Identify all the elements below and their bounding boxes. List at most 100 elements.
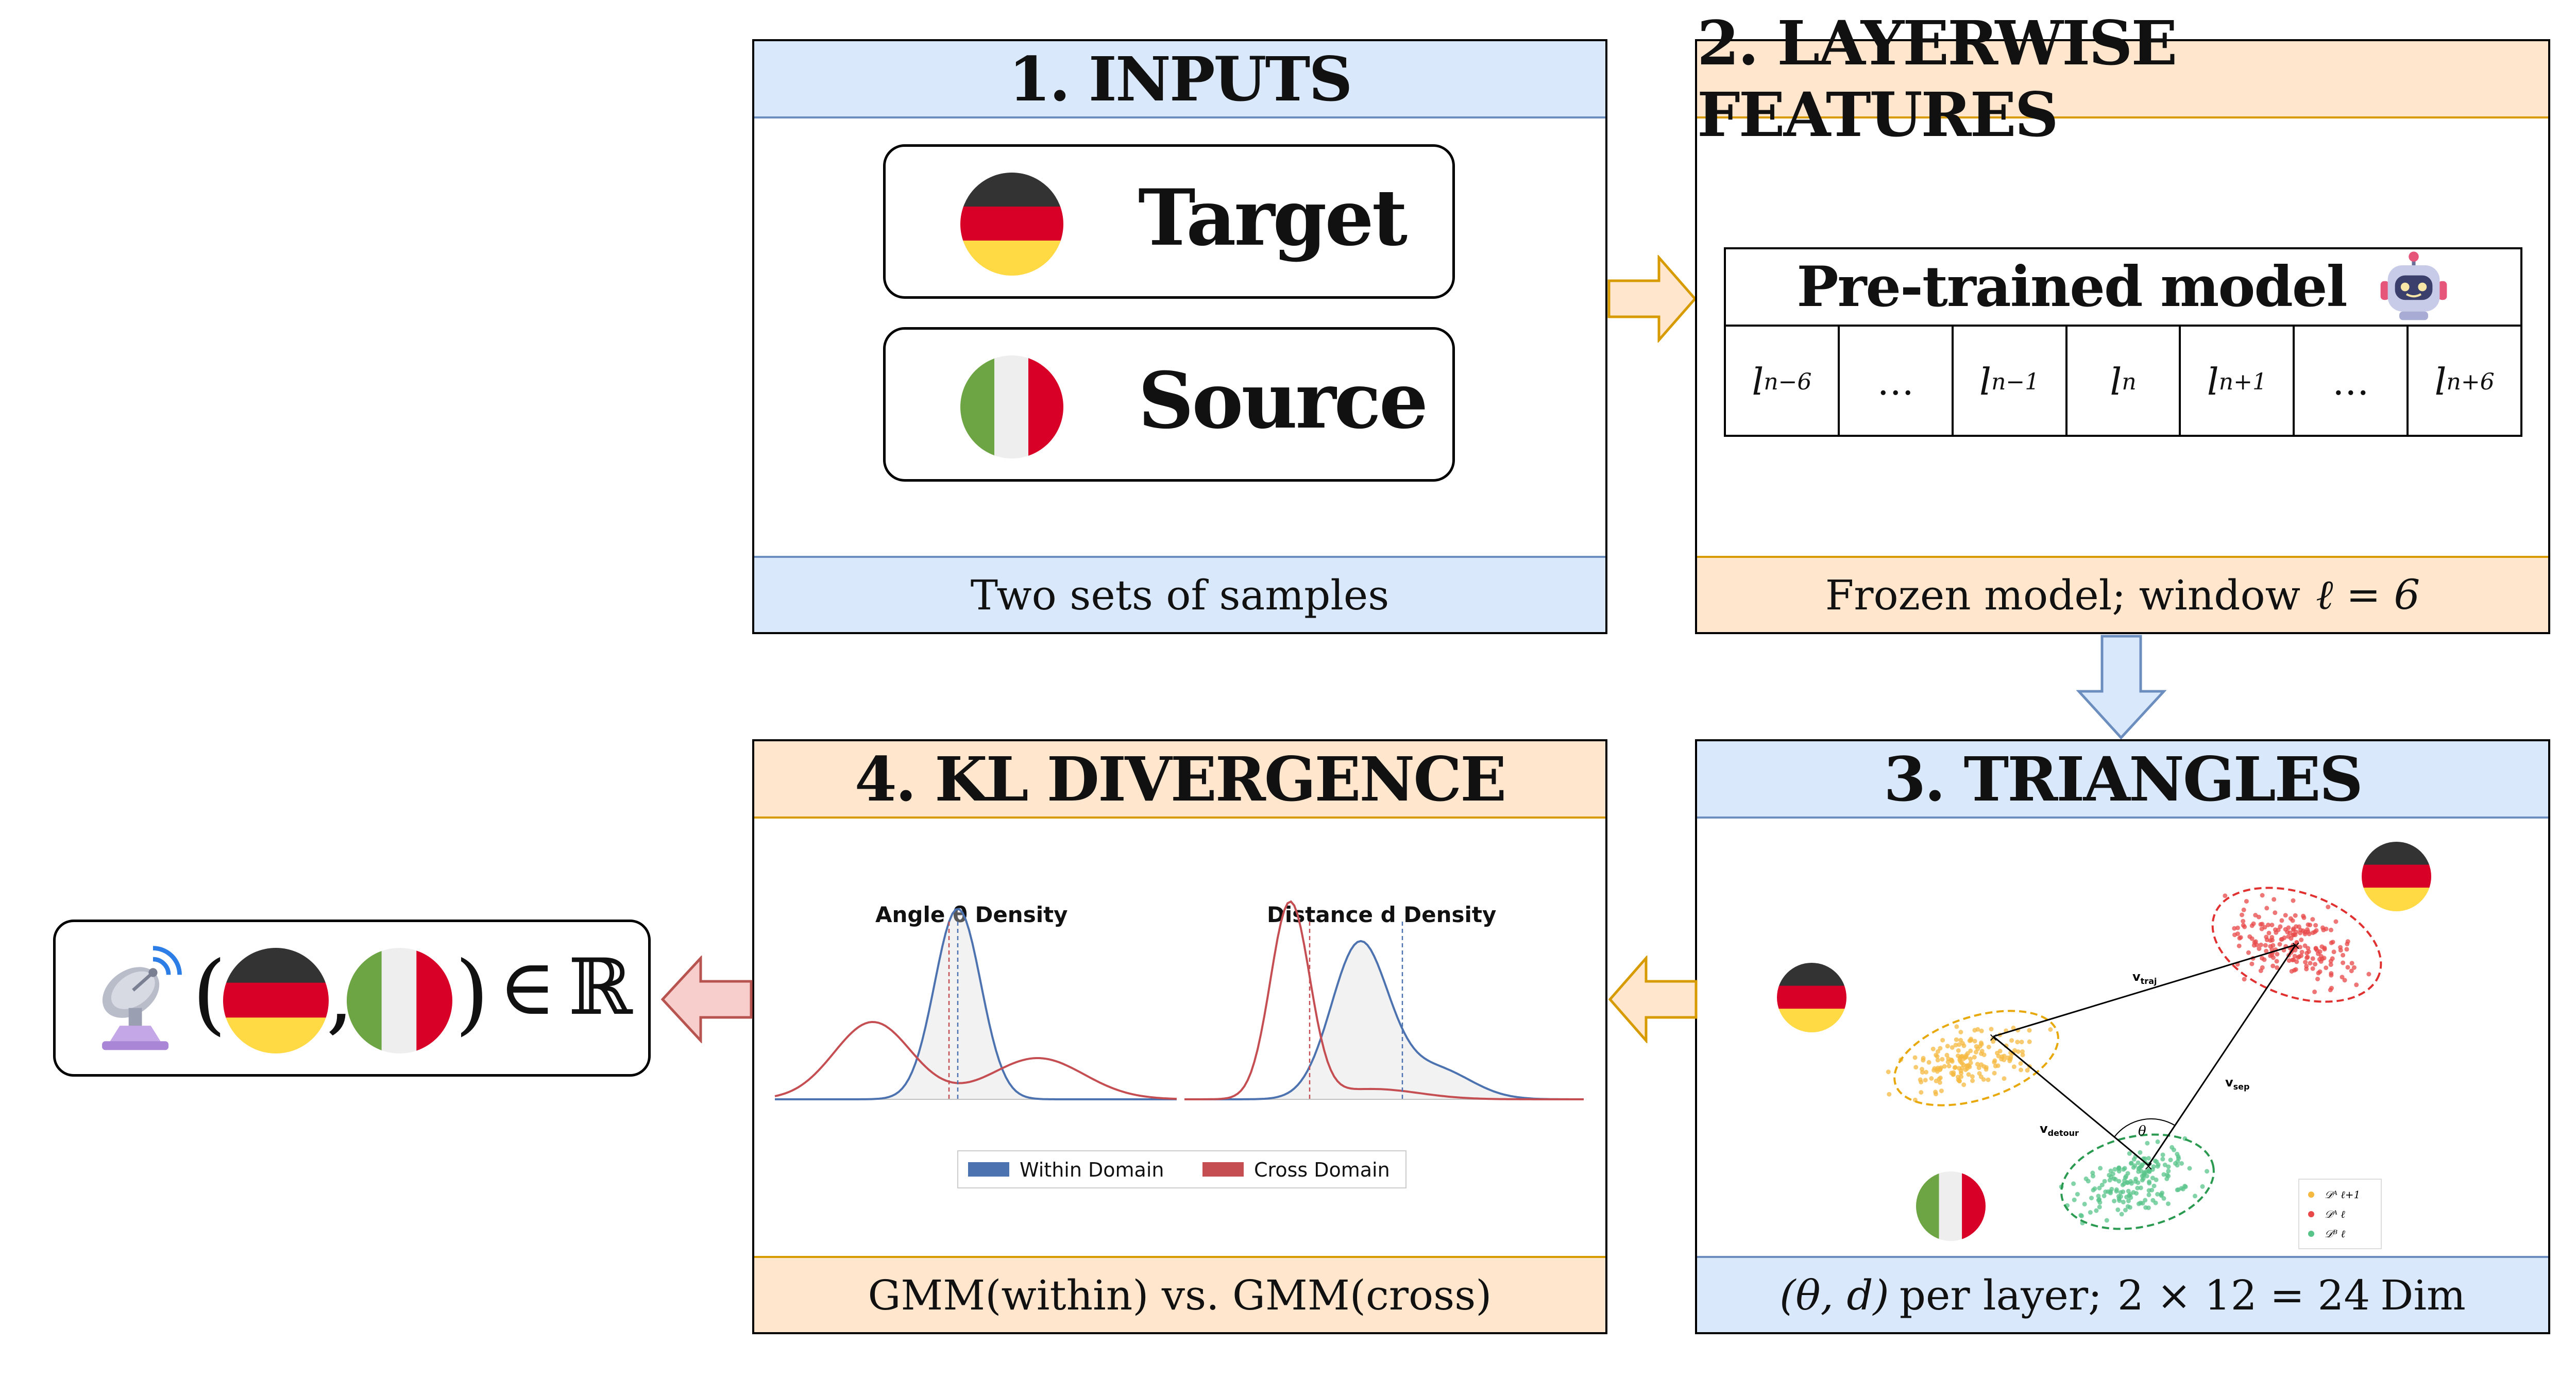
scatter-point xyxy=(2242,977,2247,982)
scatter-point xyxy=(1995,1063,2001,1068)
scatter-point xyxy=(2330,956,2335,961)
scatter-point xyxy=(2277,942,2282,947)
scatter-point xyxy=(2301,913,2306,918)
scatter-point xyxy=(2193,1194,2197,1199)
scatter-point xyxy=(2027,1028,2032,1033)
scatter-point xyxy=(2314,928,2319,933)
angle-cross-curve xyxy=(774,1020,1177,1100)
scatter-point xyxy=(2313,962,2317,967)
scatter-point xyxy=(1931,1068,1937,1073)
scatter-point xyxy=(1986,1077,1991,1082)
scatter-point xyxy=(2279,918,2284,923)
pretrained-model-label: Pre-trained model xyxy=(1797,254,2347,319)
scatter-point xyxy=(2018,1061,2023,1066)
scatter-point xyxy=(2298,930,2303,935)
arrow-right-inputs-to-features xyxy=(1607,255,1697,343)
angle-within-curve-fill xyxy=(775,909,1177,1099)
scatter-point xyxy=(2259,926,2264,931)
scatter-point xyxy=(2112,1167,2117,1172)
scatter-point xyxy=(2015,1040,2020,1045)
scatter-point xyxy=(1937,1080,1942,1085)
legend-a-current: 𝒟ᴬ ℓ xyxy=(2325,1208,2345,1220)
scatter-point xyxy=(1966,1072,1971,1077)
scatter-point xyxy=(1939,1088,1944,1094)
scatter-point xyxy=(2112,1199,2117,1203)
scatter-point xyxy=(1956,1077,1961,1082)
scatter-point xyxy=(2264,906,2269,911)
scatter-point xyxy=(2299,949,2304,955)
inputs-panel: 1. INPUTS Target Source Two sets of samp… xyxy=(752,39,1607,634)
germany-flag-icon xyxy=(1777,963,1846,1032)
sep-vector xyxy=(2147,944,2297,1166)
scatter-point xyxy=(1996,1053,2001,1059)
scatter-point xyxy=(2136,1180,2141,1185)
scatter-point xyxy=(2129,1181,2134,1186)
scatter-point xyxy=(2264,948,2269,954)
scatter-point xyxy=(2113,1177,2118,1182)
scatter-point xyxy=(2312,989,2317,994)
kl-density-plots xyxy=(774,900,1584,1188)
scatter-point xyxy=(2161,1196,2166,1201)
scatter-point xyxy=(2116,1179,2122,1184)
scatter-point xyxy=(1949,1058,1954,1063)
scatter-point xyxy=(2119,1212,2124,1217)
scatter-point xyxy=(1940,1037,1945,1043)
scatter-point xyxy=(2102,1194,2107,1198)
scatter-point xyxy=(2345,939,2350,944)
kl-footer: GMM(within) vs. GMM(cross) xyxy=(754,1256,1605,1332)
scatter-point xyxy=(2322,947,2327,952)
scatter-point xyxy=(1923,1078,1928,1083)
scatter-point xyxy=(2275,965,2280,970)
scatter-point xyxy=(2275,951,2280,957)
legend-within-label: Within Domain xyxy=(1020,1159,1164,1181)
scatter-point xyxy=(2122,1181,2127,1186)
scatter-point xyxy=(2205,1169,2210,1174)
scatter-point xyxy=(2131,1156,2137,1162)
scatter-point xyxy=(2260,922,2265,927)
scatter-point xyxy=(2270,963,2276,968)
scatter-point xyxy=(2310,966,2315,971)
scatter-point xyxy=(2166,1164,2171,1169)
scatter-point xyxy=(2155,1192,2160,1197)
scatter-point xyxy=(2264,934,2269,940)
scatter-point xyxy=(2160,1152,2165,1158)
scatter-point xyxy=(2240,912,2244,917)
scatter-point xyxy=(2097,1204,2102,1210)
scatter-point xyxy=(2015,1049,2021,1054)
scatter-point xyxy=(2114,1187,2119,1192)
scatter-point xyxy=(2310,956,2315,961)
result-open-paren: ( xyxy=(192,943,227,1045)
scatter-point xyxy=(2011,1026,2016,1030)
scatter-point xyxy=(2273,910,2278,915)
scatter-point xyxy=(2098,1166,2103,1171)
scatter-point xyxy=(2107,1178,2112,1183)
scatter-point xyxy=(2071,1181,2076,1186)
target-label: Target xyxy=(1138,173,1408,263)
scatter-point xyxy=(2298,945,2302,949)
scatter-point xyxy=(2274,959,2279,964)
scatter-point xyxy=(2292,954,2297,959)
legend-b-current: 𝒟ᴮ ℓ xyxy=(2325,1228,2346,1240)
scatter-point xyxy=(1961,1062,1966,1067)
scatter-point xyxy=(2270,938,2275,943)
scatter-point xyxy=(1956,1053,1960,1058)
legend-cross-swatch xyxy=(1202,1162,1244,1177)
scatter-point xyxy=(1944,1052,1950,1058)
scatter-point xyxy=(1919,1090,1924,1095)
scatter-point xyxy=(2146,1156,2151,1161)
scatter-point xyxy=(2306,949,2311,954)
scatter-point xyxy=(2175,1159,2180,1164)
scatter-point xyxy=(2165,1172,2170,1178)
scatter-point xyxy=(2138,1185,2143,1190)
scatter-point xyxy=(2019,1040,2024,1045)
italy-flag-icon xyxy=(960,355,1063,458)
result-real-set: ℝ xyxy=(568,943,633,1032)
scatter-point xyxy=(2089,1196,2094,1201)
triangle-scatter-plot: θ vtraj vsep vdetour × × × 𝒟ᴬ ℓ+1 𝒟ᴬ ℓ 𝒟… xyxy=(1886,887,2382,1249)
scatter-point xyxy=(2144,1173,2149,1179)
scatter-point xyxy=(2146,1205,2151,1211)
scatter-point xyxy=(2179,1161,2184,1166)
